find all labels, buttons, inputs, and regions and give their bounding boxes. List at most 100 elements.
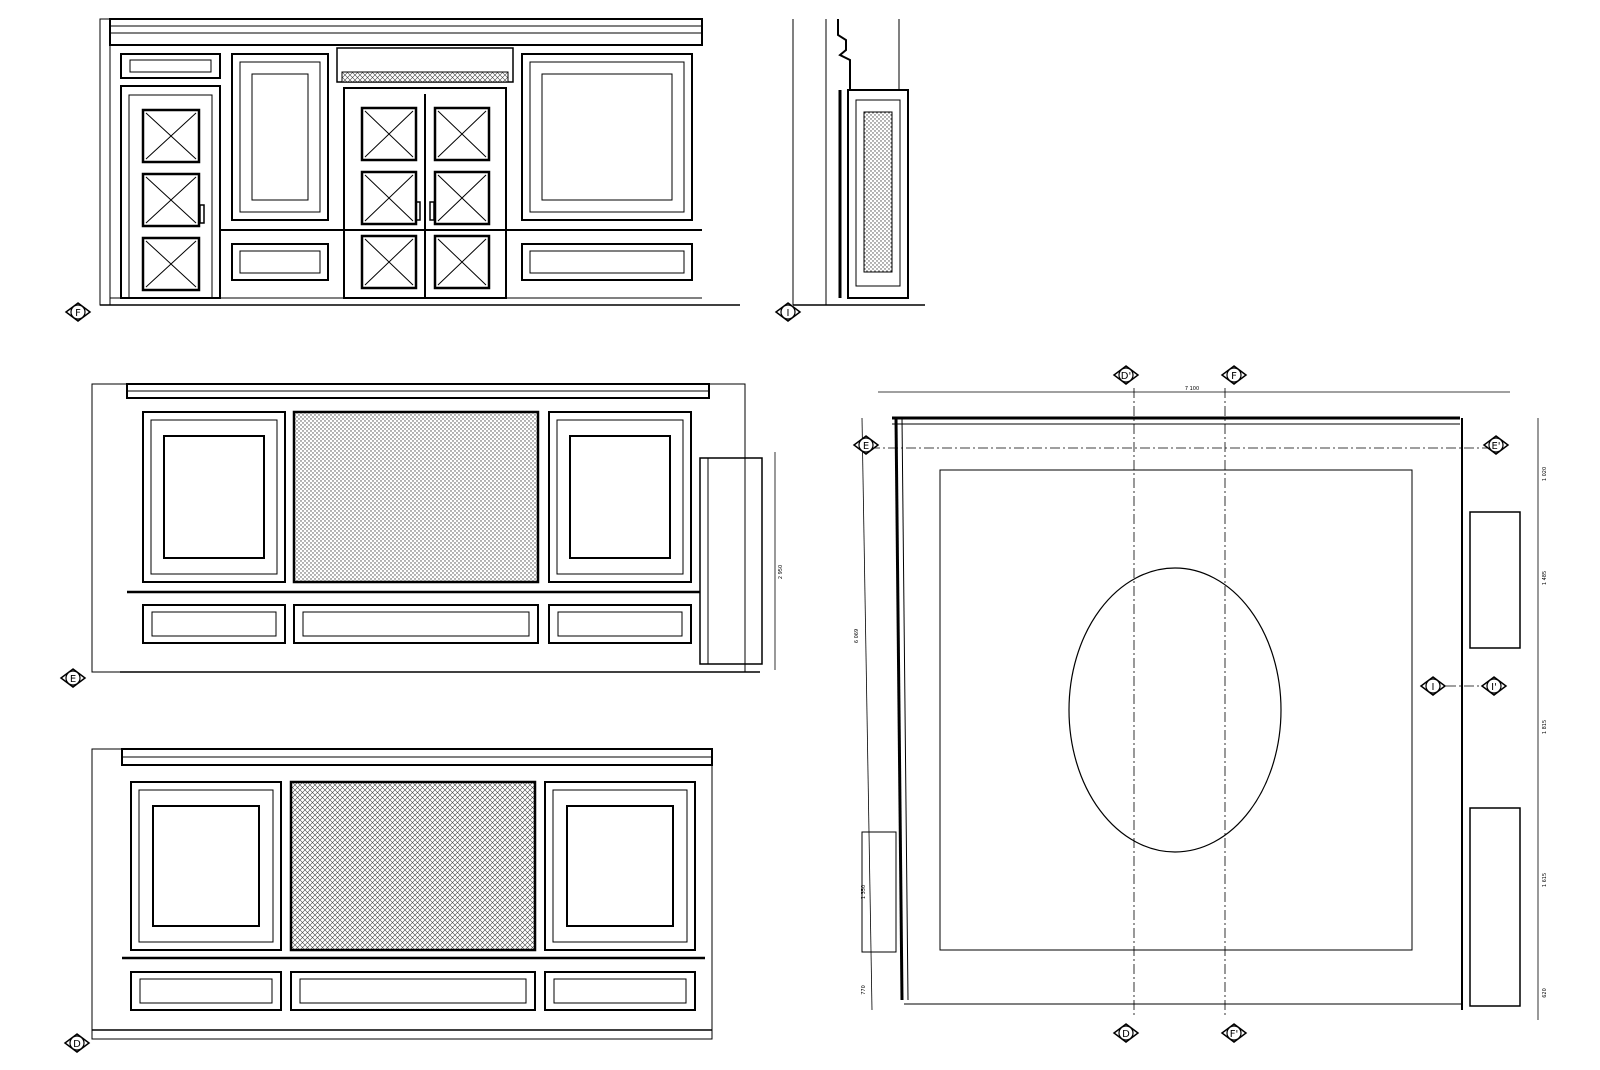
- wall-panel-upper-inner: [138, 789, 274, 943]
- wall-panel-upper: [142, 411, 286, 583]
- marker-label: I: [1432, 682, 1435, 693]
- plan-dimension-height-left: 6 069: [854, 629, 860, 643]
- dado-panel-inner: [151, 611, 277, 637]
- marker-elevation-f: F: [64, 302, 92, 322]
- plan-wall-left-inner: [901, 417, 909, 1001]
- door-glass-pane: [141, 172, 201, 228]
- door-glass-cross: [364, 110, 414, 158]
- section-i-cabinet: [847, 89, 909, 299]
- plan-left-window: [861, 831, 897, 953]
- section-i: [792, 19, 925, 306]
- marker-label: D: [73, 1039, 81, 1050]
- door-glass-cross: [437, 110, 487, 158]
- marker-elevation-d: D: [63, 1033, 91, 1053]
- plan-dimension-left: [861, 417, 873, 1011]
- plan-ceiling-rectangle: [939, 469, 1413, 951]
- door-glass-pane: [360, 170, 418, 226]
- plan-dimension-right-1: 1 020: [1542, 467, 1548, 481]
- elevation-d: [91, 748, 713, 1040]
- dado-panel-inner: [299, 978, 527, 1004]
- section-i-cabinet-grille: [863, 111, 893, 273]
- wall-panel-upper: [130, 781, 282, 951]
- marker-label: E: [70, 674, 76, 685]
- elevation-e: [91, 383, 776, 673]
- marker-plan-f-bottom: F': [1220, 1023, 1248, 1043]
- wall-panel-upper-inner: [556, 419, 684, 575]
- wall-panel-upper-core: [566, 805, 674, 927]
- wall-panel-upper-core: [152, 805, 260, 927]
- plan-wall-left: [894, 417, 904, 1001]
- door-glass-pane: [433, 234, 491, 290]
- wall-panel-upper-inner: [239, 61, 321, 213]
- door-handle: [199, 204, 205, 224]
- wall-panel-upper: [548, 411, 692, 583]
- door-glass-cross: [145, 112, 197, 160]
- wall-panel-upper: [231, 53, 329, 221]
- door-glass-pane: [360, 234, 418, 290]
- plan-dimension-left-lower-2: 770: [861, 985, 867, 995]
- plan-dimension-width: 7 100: [1185, 386, 1199, 392]
- door-glass-cross: [145, 240, 197, 288]
- dado-panel-inner: [529, 250, 685, 274]
- dado-panel: [231, 243, 329, 281]
- dado-panel-inner: [302, 611, 530, 637]
- elevation-f: [99, 18, 740, 306]
- wall-panel-upper: [521, 53, 693, 221]
- wall-panel-upper-core: [569, 435, 671, 559]
- door-glass-cross: [145, 176, 197, 224]
- wall-panel-upper: [544, 781, 696, 951]
- plan-right-cabinet: [1469, 807, 1521, 1007]
- dado-panel: [293, 604, 539, 644]
- elevation-f-cornice: [109, 18, 703, 46]
- wall-panel-upper-inner: [552, 789, 688, 943]
- dado-panel-inner: [239, 250, 321, 274]
- double-door-dentil: [341, 71, 509, 83]
- dado-panel: [290, 971, 536, 1011]
- marker-label: E: [863, 441, 869, 452]
- wall-panel-upper-core: [251, 73, 309, 201]
- section-i-cornice-profile: [837, 19, 851, 90]
- marker-label: E': [1491, 441, 1500, 452]
- elevation-d-outline: [91, 748, 713, 1040]
- plan-view: [861, 388, 1539, 1020]
- marker-label: I: [787, 308, 790, 319]
- section-i-cabinet-panel: [855, 99, 901, 287]
- door-glass-pane: [360, 106, 418, 162]
- door-glass-pane: [141, 236, 201, 292]
- elevation-e-side-cabinet: [699, 457, 763, 665]
- door-glass-cross: [437, 238, 487, 286]
- door-glass-pane: [433, 106, 491, 162]
- marker-label: F: [75, 308, 81, 319]
- single-door-frame: [120, 85, 221, 299]
- marker-plan-f-top: F: [1220, 365, 1248, 385]
- plan-dimension-left-lower-1: 1 350: [861, 885, 867, 899]
- marker-label: F: [1231, 371, 1237, 382]
- marker-label: I': [1491, 682, 1497, 693]
- dado-panel: [142, 604, 286, 644]
- dado-panel: [130, 971, 282, 1011]
- dado-panel-inner: [553, 978, 687, 1004]
- marker-elevation-e: E: [59, 668, 87, 688]
- plan-dimension-right-2: 1 485: [1542, 571, 1548, 585]
- plan-dimension-right-3: 1 815: [1542, 720, 1548, 734]
- door-glass-cross: [364, 238, 414, 286]
- dado-panel: [544, 971, 696, 1011]
- marker-plan-e-left: E: [852, 435, 880, 455]
- plan-dimension-right-5: 620: [1542, 988, 1548, 998]
- door-glass-pane: [433, 170, 491, 226]
- door-glass-pane: [141, 108, 201, 164]
- dado-panel: [548, 604, 692, 644]
- marker-label: D: [1122, 1029, 1130, 1040]
- dado-panel-inner: [139, 978, 273, 1004]
- transom-panel-inner: [129, 59, 212, 73]
- marker-plan-i-right: I': [1480, 676, 1508, 696]
- marker-label: D': [1121, 371, 1131, 382]
- single-door-leaf: [128, 94, 213, 299]
- dado-panel: [521, 243, 693, 281]
- left-wall-edge: [99, 18, 111, 306]
- marker-section-i: I: [774, 302, 802, 322]
- marker-plan-d-top: D': [1112, 365, 1140, 385]
- plan-right-cabinet: [1469, 511, 1521, 649]
